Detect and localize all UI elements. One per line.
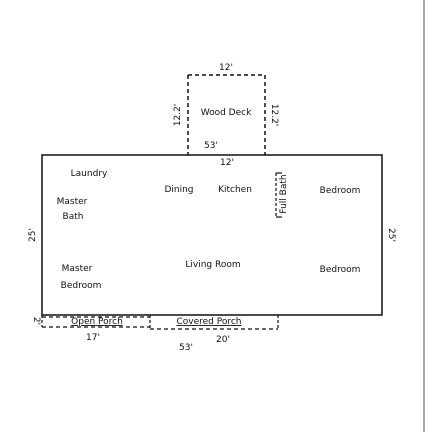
house-right-dimension: 25': [386, 228, 396, 242]
open-porch-dimension: 17': [86, 333, 100, 343]
deck-label: Wood Deck: [201, 108, 252, 118]
wood-deck: Wood Deck 12' 12.2' 12.2' 12': [173, 63, 279, 168]
master-bedroom-label-line2: Bedroom: [61, 281, 102, 291]
house-bottom-dimension: 53': [179, 343, 193, 353]
master-bedroom-label-line1: Master: [62, 264, 93, 274]
master-bath-label-line1: Master: [57, 197, 88, 207]
house-outline: [41, 154, 383, 316]
deck-bottom-dimension: 12': [220, 158, 234, 168]
laundry-label: Laundry: [71, 169, 108, 179]
house-top-dimension: 53': [204, 141, 218, 151]
master-bath-label-line2: Bath: [63, 212, 84, 222]
full-bath-bracket: [275, 172, 282, 218]
covered-porch-dimension: 20': [216, 335, 230, 345]
open-porch-depth: 2': [31, 317, 41, 325]
deck-right-dimension: 12.2': [269, 104, 279, 127]
porches: Open Porch Covered Porch 2' 17' 20': [31, 315, 279, 345]
deck-top-dimension: 12': [219, 63, 233, 73]
kitchen-label: Kitchen: [218, 185, 252, 195]
room-labels: Laundry Master Bath Master Bedroom Dinin…: [57, 169, 361, 291]
bedroom-lower-label: Bedroom: [320, 265, 361, 275]
dining-label: Dining: [164, 185, 193, 195]
deck-left-dimension: 12.2': [173, 104, 183, 127]
house-left-dimension: 25': [28, 228, 38, 242]
open-porch-label: Open Porch: [71, 317, 123, 327]
full-bath-label: Full Bath: [279, 174, 289, 213]
bedroom-upper-label: Bedroom: [320, 186, 361, 196]
living-room-label: Living Room: [185, 260, 240, 270]
covered-porch-label: Covered Porch: [176, 317, 241, 327]
